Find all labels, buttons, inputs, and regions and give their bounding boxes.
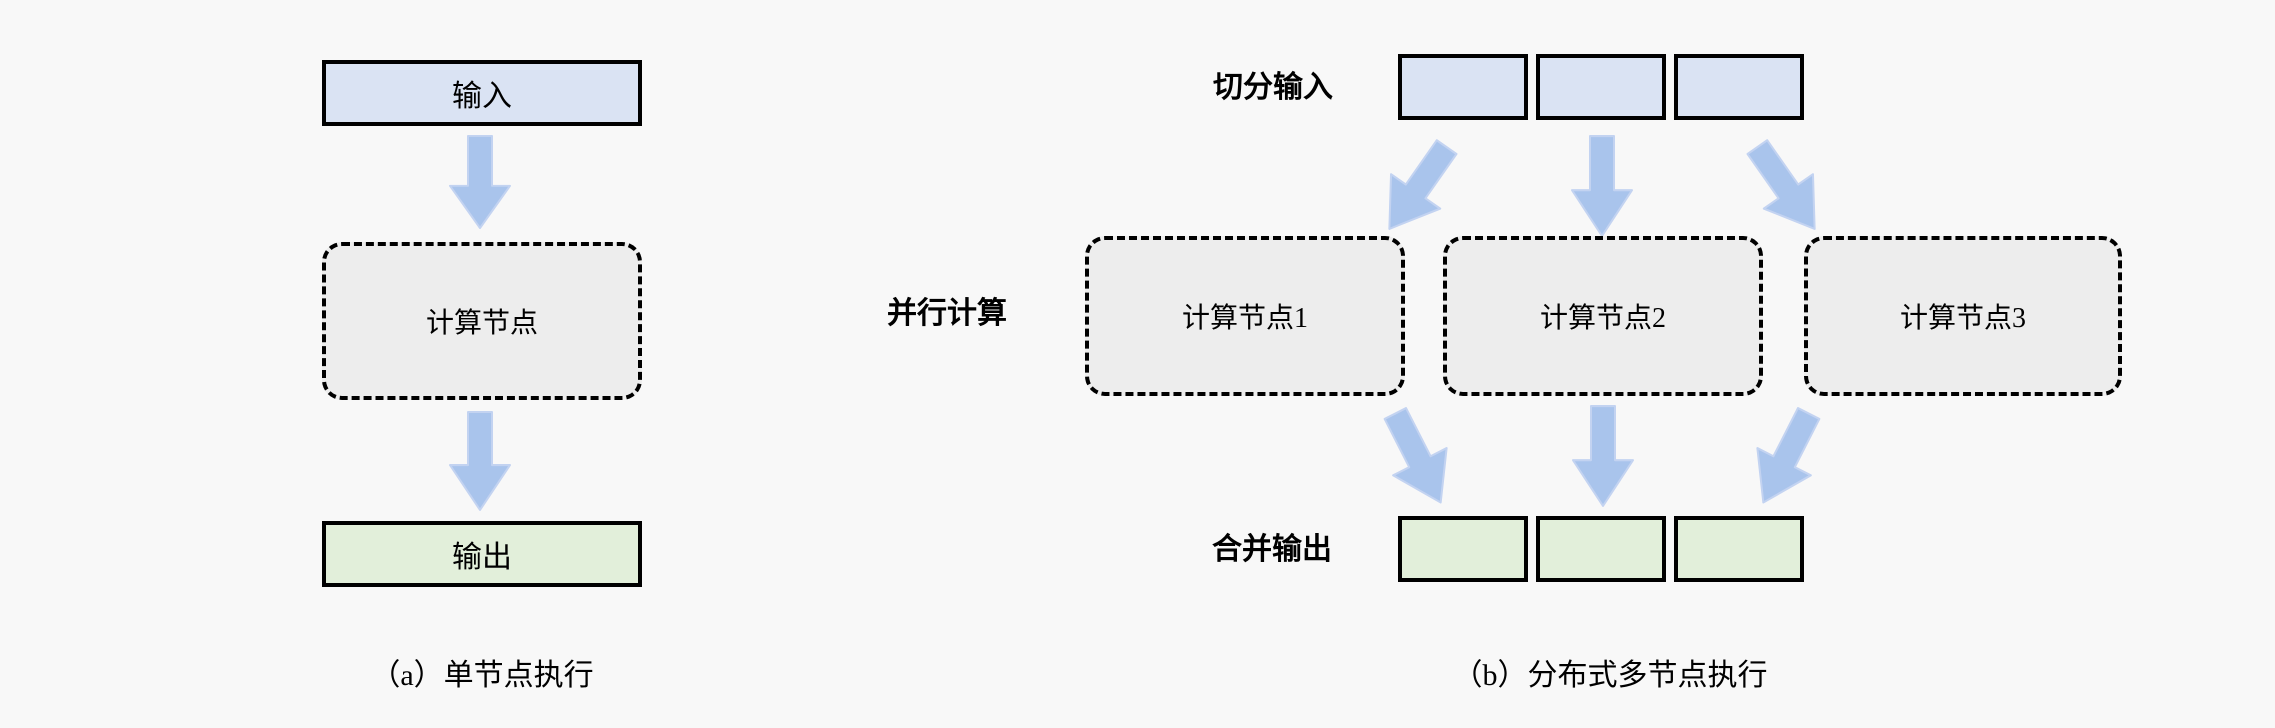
arrow-down-icon	[1571, 404, 1635, 508]
arrow-down-icon	[448, 410, 512, 512]
input-box-label: 输入	[452, 80, 512, 113]
output-box: 输出	[322, 521, 642, 587]
arrow-down-right-icon	[1366, 397, 1470, 519]
compute-node-1-label: 计算节点1	[1181, 303, 1308, 334]
merge-output-label: 合并输出	[1212, 533, 1332, 566]
parallel-compute-label: 并行计算	[887, 297, 1007, 330]
input-chunk-3	[1674, 54, 1804, 120]
output-chunk-2	[1536, 516, 1666, 582]
arrow-down-icon	[1570, 134, 1634, 238]
arrow-down-icon	[448, 134, 512, 230]
compute-node-label: 计算节点	[425, 308, 538, 339]
input-chunk-2	[1536, 54, 1666, 120]
output-chunk-3	[1674, 516, 1804, 582]
compute-node-3-label: 计算节点3	[1899, 303, 2026, 334]
output-chunk-1	[1398, 516, 1528, 582]
arrow-down-right-icon	[1730, 127, 1842, 249]
compute-node-box-3: 计算节点3	[1804, 236, 2122, 396]
caption-single-node: （a）单节点执行	[370, 659, 594, 692]
compute-node-2-label: 计算节点2	[1539, 303, 1666, 334]
arrow-down-left-icon	[1734, 397, 1838, 519]
split-input-label: 切分输入	[1213, 71, 1333, 104]
caption-distributed: （b）分布式多节点执行	[1452, 659, 1768, 692]
compute-node-box-2: 计算节点2	[1443, 236, 1763, 396]
compute-node-box: 计算节点	[322, 242, 642, 400]
input-box: 输入	[322, 60, 642, 126]
input-chunk-1	[1398, 54, 1528, 120]
compute-node-box-1: 计算节点1	[1085, 236, 1405, 396]
arrow-down-left-icon	[1362, 127, 1474, 249]
output-box-label: 输出	[452, 541, 512, 574]
